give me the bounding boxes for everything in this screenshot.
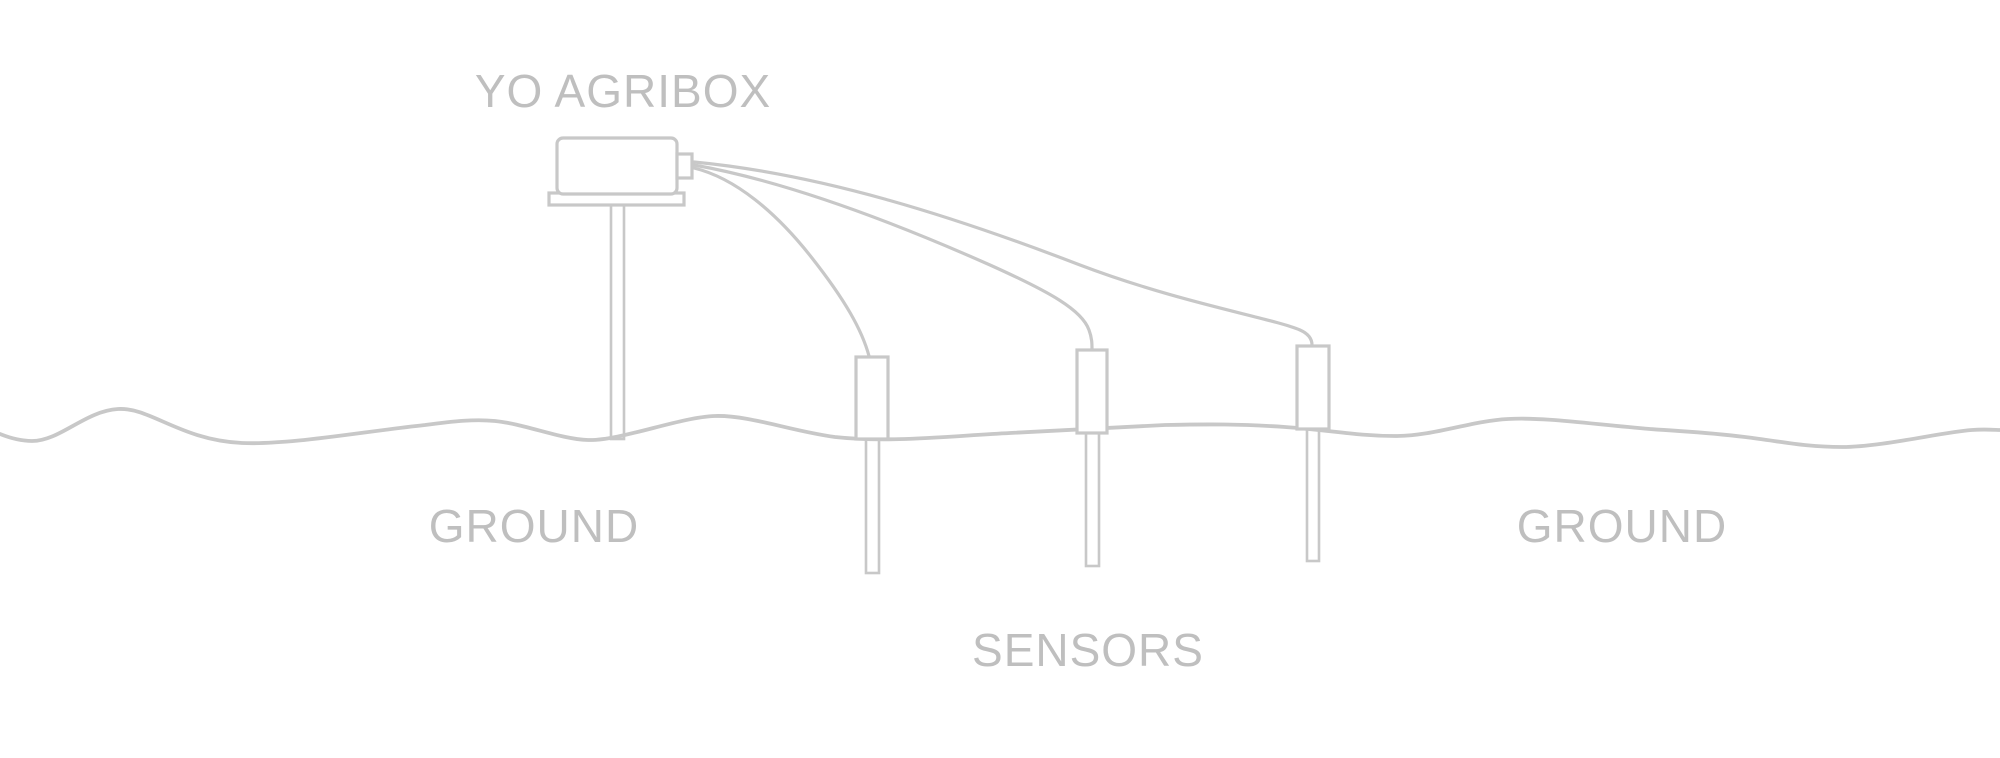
sensors-label: SENSORS [972,624,1204,676]
device-port [675,152,694,180]
device-pole [609,203,626,441]
sensor-3-head [1295,344,1331,431]
sensor-1-head [854,355,890,441]
device-label: YO AGRIBOX [475,65,771,117]
sensor-1-probe [864,434,881,575]
sensor-3-probe [1305,425,1321,563]
sensor-2-probe [1084,429,1101,568]
sensor-3 [1295,344,1331,563]
sensor-cable-2 [692,163,1094,351]
sensor-cable-1 [692,166,871,358]
ground-label-left: GROUND [429,500,639,552]
sensor-1 [854,355,890,575]
sensor-2 [1075,348,1109,568]
device-body [555,136,679,196]
ground-label-right: GROUND [1517,500,1727,552]
ground-line [0,407,2000,449]
sensor-2-head [1075,348,1109,435]
sensor-cable-3 [692,160,1314,347]
